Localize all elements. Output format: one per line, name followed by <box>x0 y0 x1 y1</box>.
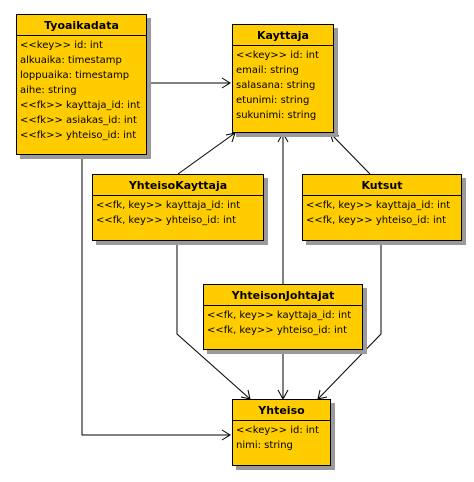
entity-title: Kutsut <box>303 175 461 196</box>
arrowhead-kutsut-kayttaja <box>329 132 340 143</box>
attribute: loppuaika: timestamp <box>20 70 130 81</box>
arrowhead-yhteisonjohtajat-yhteiso <box>277 389 289 401</box>
attribute: sukunimi: string <box>236 110 317 121</box>
attribute: <<fk, key>> kayttaja_id: int <box>207 310 352 321</box>
attribute-list: <<fk, key>> kayttaja_id: int <<fk, key>>… <box>204 306 362 341</box>
attribute: <<fk, key>> kayttaja_id: int <box>96 200 241 211</box>
attribute: salasana: string <box>236 80 316 91</box>
relation-kutsut-kayttaja <box>329 132 371 175</box>
arrowhead-kutsut-yhteiso <box>317 389 328 400</box>
entity-yhteisokayttaja[interactable]: YhteisoKayttaja <<fk, key>> kayttaja_id:… <box>92 174 264 241</box>
attribute: email: string <box>236 65 299 76</box>
arrowhead-yhteisokayttaja-yhteiso <box>240 389 251 400</box>
attribute-list: <<fk, key>> kayttaja_id: int <<fk, key>>… <box>93 196 263 231</box>
attribute: <<fk, key>> yhteiso_id: int <box>207 325 348 336</box>
entity-tyoaikadata[interactable]: Tyoaikadata <<key>> id: int alkuaika: ti… <box>16 14 147 155</box>
attribute: aihe: string <box>20 85 77 96</box>
attribute: <<fk>> asiakas_id: int <box>20 115 137 126</box>
entity-title: YhteisoKayttaja <box>93 175 263 196</box>
attribute: <<fk, key>> kayttaja_id: int <box>306 200 451 211</box>
arrowhead-yhteisokayttaja-kayttaja <box>225 132 236 143</box>
entity-title: YhteisonJohtajat <box>204 285 362 306</box>
attribute: <<fk, key>> yhteiso_id: int <box>96 215 237 226</box>
entity-kayttaja[interactable]: Kayttaja <<key>> id: int email: string s… <box>232 24 334 133</box>
entity-title: Kayttaja <box>233 25 333 46</box>
attribute: etunimi: string <box>236 95 310 106</box>
attribute: nimi: string <box>236 440 293 451</box>
attribute-list: <<key>> id: int email: string salasana: … <box>233 46 333 126</box>
arrowhead-tyoaikadata-yhteiso <box>221 429 231 441</box>
attribute-list: <<key>> id: int nimi: string <box>233 421 330 456</box>
entity-kutsut[interactable]: Kutsut <<fk, key>> kayttaja_id: int <<fk… <box>302 174 462 241</box>
entity-title: Tyoaikadata <box>17 15 146 36</box>
attribute: <<fk>> yhteiso_id: int <box>20 130 137 141</box>
attribute-list: <<fk, key>> kayttaja_id: int <<fk, key>>… <box>303 196 461 231</box>
attribute: <<key>> id: int <box>236 50 319 61</box>
attribute: <<fk, key>> yhteiso_id: int <box>306 215 447 226</box>
attribute: alkuaika: timestamp <box>20 55 122 66</box>
entity-yhteisonjohtajat[interactable]: YhteisonJohtajat <<fk, key>> kayttaja_id… <box>203 284 363 350</box>
attribute: <<key>> id: int <box>236 425 319 436</box>
arrowhead-tyoaikadata-kayttaja <box>221 77 231 89</box>
attribute-list: <<key>> id: int alkuaika: timestamp lopp… <box>17 36 146 146</box>
arrowhead-yhteisonjohtajat-kayttaja <box>277 131 289 143</box>
attribute: <<key>> id: int <box>20 40 103 51</box>
attribute: <<fk>> kayttaja_id: int <box>20 100 141 111</box>
entity-yhteiso[interactable]: Yhteiso <<key>> id: int nimi: string <box>232 399 331 466</box>
relation-yhteisokayttaja-kayttaja <box>177 132 236 175</box>
entity-title: Yhteiso <box>233 400 330 421</box>
